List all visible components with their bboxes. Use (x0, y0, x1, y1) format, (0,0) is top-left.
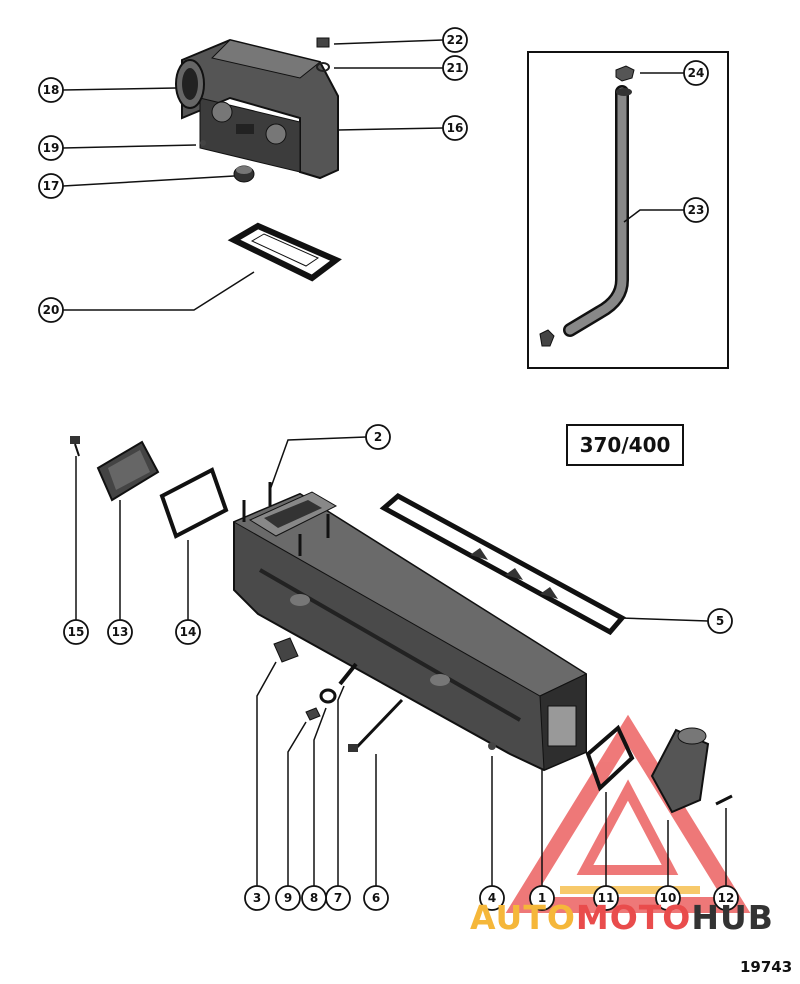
callout-6: 6 (363, 885, 389, 911)
callout-3: 3 (244, 885, 270, 911)
callout-19-label: 19 (43, 141, 60, 155)
callout-7-label: 7 (334, 891, 342, 905)
part-17-plug (233, 165, 255, 183)
callout-16-label: 16 (447, 121, 464, 135)
callout-8: 8 (301, 885, 327, 911)
callout-3-label: 3 (253, 891, 261, 905)
callout-11: 11 (593, 885, 619, 911)
part-6-bolt (348, 698, 404, 752)
watermark-part1: AUTO (470, 898, 576, 937)
callout-10: 10 (655, 885, 681, 911)
part-23-tube (563, 85, 632, 337)
part-14-gasket (159, 467, 229, 539)
callout-1: 1 (529, 885, 555, 911)
callout-9: 9 (275, 885, 301, 911)
callout-22: 22 (442, 27, 468, 53)
callout-14-label: 14 (180, 625, 197, 639)
model-label: 370/400 (566, 424, 684, 466)
part-16-exhaust-elbow (175, 38, 339, 180)
callout-5-label: 5 (716, 614, 724, 628)
callout-4: 4 (479, 885, 505, 911)
callout-17-label: 17 (43, 179, 60, 193)
callout-20-label: 20 (43, 303, 60, 317)
watermark-text: AUTOMOTOHUB (470, 898, 774, 937)
part-19-screw (200, 140, 206, 146)
callout-15-label: 15 (68, 625, 85, 639)
part-1-exhaust-manifold (232, 491, 588, 772)
callout-12: 12 (713, 885, 739, 911)
watermark-part2: MOTO (575, 898, 692, 937)
callout-23: 23 (683, 197, 709, 223)
part-2-studs (242, 482, 330, 556)
callout-20: 20 (38, 297, 64, 323)
part-10-outlet-elbow (650, 727, 710, 814)
part-3-plug (273, 637, 299, 663)
callout-23-label: 23 (688, 203, 705, 217)
callout-12-label: 12 (718, 891, 735, 905)
callout-18: 18 (38, 77, 64, 103)
part-12-screw (715, 794, 733, 806)
callout-21-label: 21 (447, 61, 464, 75)
inset-frame (527, 51, 729, 369)
part-21-washer (316, 62, 330, 72)
callout-24: 24 (683, 60, 709, 86)
callout-4-label: 4 (488, 891, 496, 905)
part-8-washer (319, 688, 337, 704)
callout-10-label: 10 (660, 891, 677, 905)
callout-21: 21 (442, 55, 468, 81)
drawing-number: 19743 (740, 958, 793, 976)
callout-15: 15 (63, 619, 89, 645)
leader-lines (62, 39, 727, 887)
part-24-fitting (615, 65, 635, 82)
callout-8-label: 8 (310, 891, 318, 905)
part-9-nut (305, 707, 321, 721)
callouts: 1 2 3 4 5 6 7 8 9 10 11 12 13 14 15 16 1… (38, 27, 739, 911)
callout-13: 13 (107, 619, 133, 645)
callout-16: 16 (442, 115, 468, 141)
callout-18-label: 18 (43, 83, 60, 97)
callout-2-label: 2 (374, 430, 382, 444)
part-7-stud (338, 662, 358, 686)
callout-22-label: 22 (447, 33, 464, 47)
callout-13-label: 13 (112, 625, 129, 639)
part-11-gasket (585, 724, 635, 792)
callout-14: 14 (175, 619, 201, 645)
callout-6-label: 6 (372, 891, 380, 905)
watermark-part3: HUB (691, 898, 774, 937)
part-13-cover-plate (96, 440, 160, 502)
part-4-nut (488, 742, 496, 750)
callout-17: 17 (38, 173, 64, 199)
callout-5: 5 (707, 608, 733, 634)
callout-2: 2 (365, 424, 391, 450)
part-23-end-fitting (539, 329, 555, 347)
callout-1-label: 1 (538, 891, 546, 905)
part-20-gasket (227, 222, 342, 282)
part-15-screw (70, 436, 80, 457)
callout-11-label: 11 (598, 891, 615, 905)
callout-9-label: 9 (284, 891, 292, 905)
callout-19: 19 (38, 135, 64, 161)
part-22-nut (316, 37, 330, 48)
callout-24-label: 24 (688, 66, 705, 80)
callout-7: 7 (325, 885, 351, 911)
